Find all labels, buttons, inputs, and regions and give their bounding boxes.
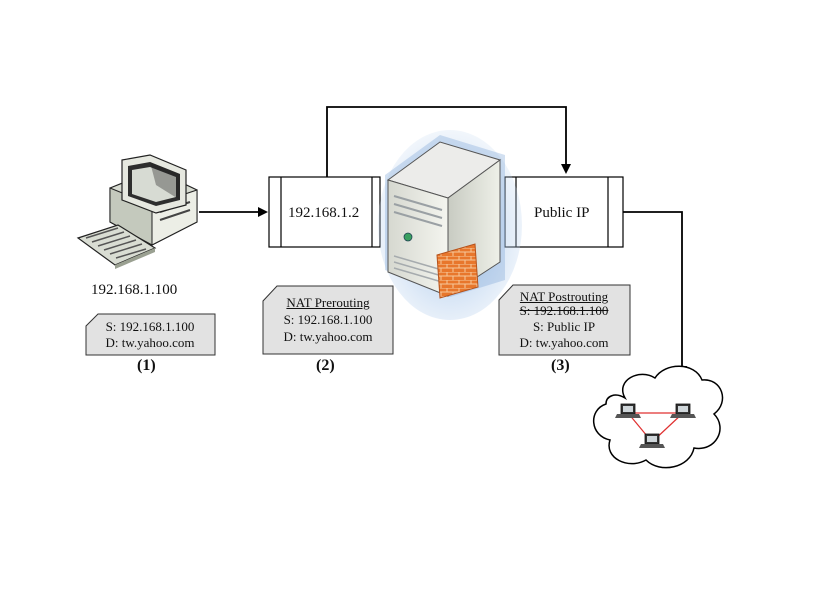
step-2-label: (2) xyxy=(316,357,335,374)
laptop-icon xyxy=(639,433,665,448)
note-1-destination: D: tw.yahoo.com xyxy=(105,335,195,350)
note-1-source: S: 192.168.1.100 xyxy=(105,319,195,334)
internal-interface-box xyxy=(268,176,381,248)
brick-firewall-icon xyxy=(436,243,479,299)
note-2-source: S: 192.168.1.100 xyxy=(283,312,373,327)
note-3-destination: D: tw.yahoo.com xyxy=(519,335,609,350)
note-2-title: NAT Prerouting xyxy=(286,295,370,310)
router-to-internet-arrow xyxy=(623,211,687,376)
note-3-struck-source: S: 192.168.1.100 xyxy=(519,303,609,318)
cloud-network-icon xyxy=(592,365,724,469)
note-card-2 xyxy=(262,285,394,355)
laptop-icon xyxy=(670,403,696,418)
note-2-destination: D: tw.yahoo.com xyxy=(283,329,373,344)
step-1-label: (1) xyxy=(137,357,156,374)
note-card-1 xyxy=(85,313,216,356)
external-interface-label: Public IP xyxy=(534,205,590,221)
nat-forward-arrow xyxy=(326,106,571,177)
note-card-3 xyxy=(498,284,631,356)
step-3-label: (3) xyxy=(551,357,570,374)
desktop-computer-icon xyxy=(76,154,198,269)
laptop-icon xyxy=(615,403,641,418)
note-3-title: NAT Postrouting xyxy=(519,289,609,304)
note-3-source: S: Public IP xyxy=(532,319,596,334)
pc-ip-label: 192.168.1.100 xyxy=(91,282,178,298)
internal-interface-label: 192.168.1.2 xyxy=(288,205,360,221)
